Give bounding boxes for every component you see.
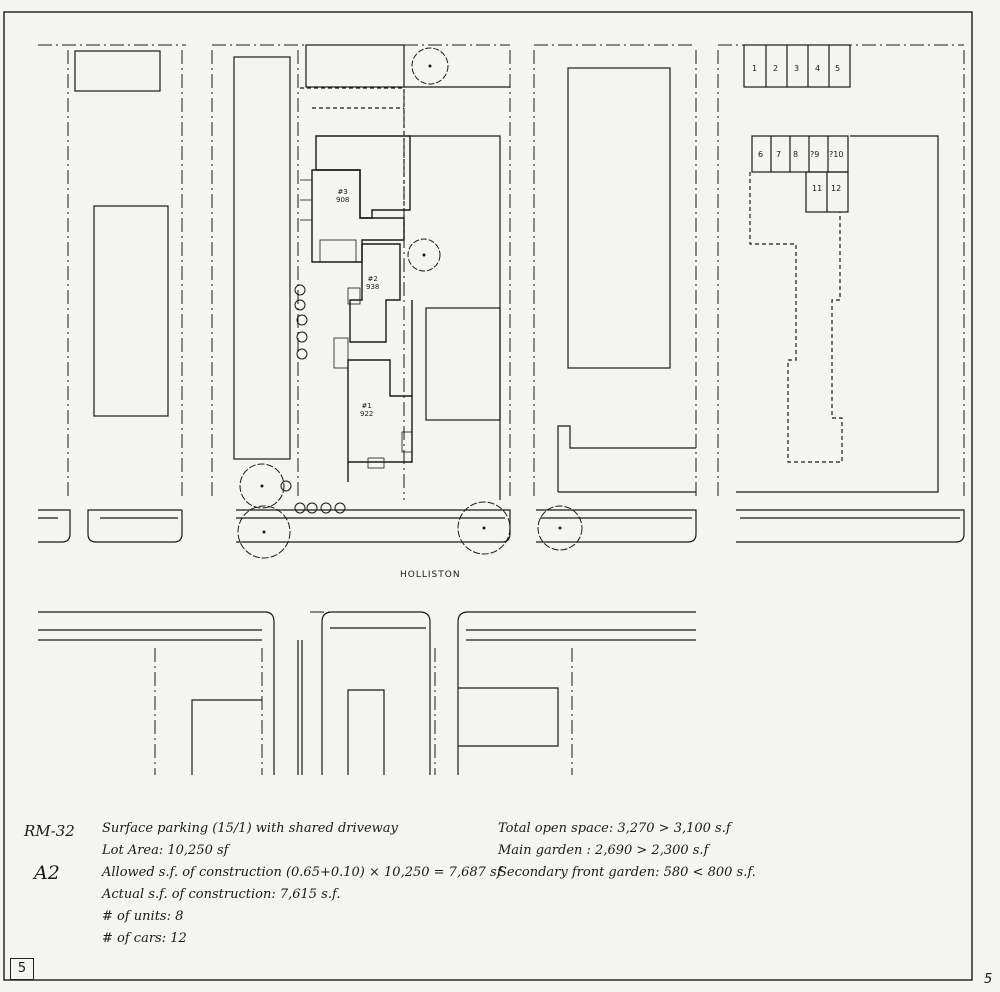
parking-stall-label: 7 (776, 150, 782, 159)
parking-stall-label: ?9 (810, 150, 820, 159)
parking-stall-label: 12 (831, 184, 842, 193)
dashed-footprint (749, 172, 843, 463)
note-line: Allowed s.f. of construction (0.65+0.10)… (102, 865, 502, 880)
building (347, 689, 385, 775)
note-line: Main garden : 2,690 > 2,300 s.f (498, 843, 709, 858)
shrub-icon (320, 502, 332, 514)
shrub-icon (294, 299, 306, 311)
note-line: # of cars: 12 (102, 931, 187, 946)
parking-row (743, 44, 851, 88)
parking-stall-label: 1 (752, 64, 758, 73)
note-line: Actual s.f. of construction: 7,615 s.f. (102, 887, 341, 902)
parking-stall-label: ?10 (829, 150, 844, 159)
building (191, 699, 262, 775)
shrub-icon (296, 348, 308, 360)
parking-stall-label: 5 (835, 64, 841, 73)
building (567, 67, 671, 369)
shrub-icon (294, 502, 306, 514)
parking-stall-label: 3 (794, 64, 800, 73)
parking-stall-label: 4 (815, 64, 821, 73)
note-line: # of units: 8 (102, 909, 184, 924)
note-line: Secondary front garden: 580 < 800 s.f. (498, 865, 756, 880)
building (425, 307, 501, 421)
shrub-icon (334, 502, 346, 514)
shrub-icon (296, 331, 308, 343)
building (410, 135, 501, 500)
tree-icon (537, 505, 583, 551)
street-curbs (38, 509, 965, 775)
site-lot-line (300, 87, 405, 240)
shrub-icon (294, 284, 306, 296)
parking-stall-label: 2 (773, 64, 779, 73)
shrub-icon (296, 314, 308, 326)
building (305, 44, 405, 88)
building (850, 135, 939, 493)
shrub-icon (306, 502, 318, 514)
tree-icon (239, 463, 285, 509)
zone-code: RM-32 (24, 822, 75, 840)
parking-stall-label: 6 (758, 150, 764, 159)
tree-icon (237, 505, 291, 559)
tree-icon (457, 501, 511, 555)
note-line: Surface parking (15/1) with shared drive… (102, 821, 398, 836)
notes-left: Surface parking (15/1) with shared drive… (102, 818, 502, 950)
building (74, 50, 161, 92)
sheet-border (3, 11, 973, 981)
note-line: Total open space: 3,270 > 3,100 s.f (498, 821, 731, 836)
stair-details (300, 179, 413, 469)
building (233, 56, 291, 460)
units-footprint (311, 135, 413, 482)
variant-code: A2 (34, 862, 60, 884)
street-name-label: HOLLISTON (400, 570, 461, 580)
building (557, 425, 696, 492)
note-line: Lot Area: 10,250 sf (102, 843, 229, 858)
notes-right: Total open space: 3,270 > 3,100 s.f Main… (498, 818, 756, 884)
parking-stall-label: 11 (812, 184, 823, 193)
building (458, 687, 559, 747)
tree-icon (407, 238, 441, 272)
parking-row (751, 135, 849, 173)
page-corner-number: 5 (984, 972, 993, 987)
property-lines (38, 44, 965, 775)
trees (237, 47, 583, 559)
tree-icon (411, 47, 449, 85)
shrub-icon (280, 480, 292, 492)
building (93, 205, 169, 417)
parking-stall-label: 8 (793, 150, 799, 159)
page-number-box: 5 (10, 958, 34, 980)
